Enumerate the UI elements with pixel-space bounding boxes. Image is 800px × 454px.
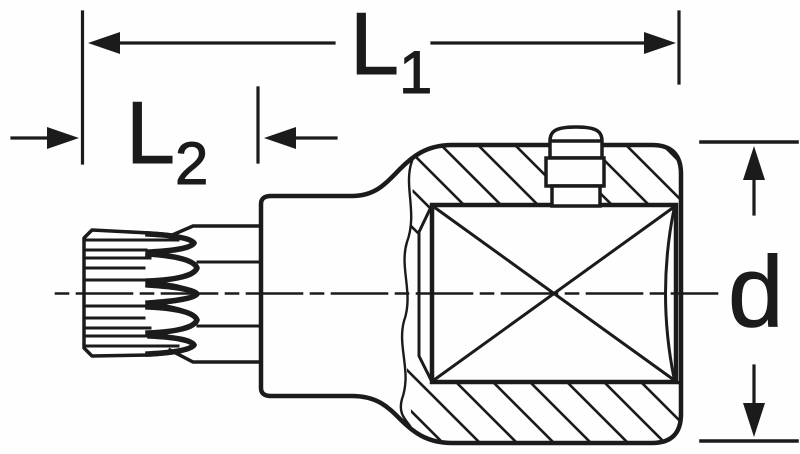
spline-lobe [145,304,200,336]
arrow-down-icon [743,403,765,437]
detent-pin [544,125,606,208]
section-hatching-bottom [406,355,680,442]
d-base-text: d [728,236,784,348]
l2-base-text: L [126,83,175,182]
recess-chamfer-right [664,207,676,380]
spline-lobe [145,333,197,357]
dimension-l2 [10,127,338,149]
arrow-right-icon [47,127,79,149]
dimensions: L1 L2 d [10,0,799,443]
dimension-d [699,140,799,443]
shank-outline [167,224,263,364]
spline-lobe [145,251,200,284]
dimension-l1 [88,32,676,54]
shank [167,224,263,364]
arrow-left-icon [264,127,296,149]
arrow-right-icon [644,32,676,54]
spline-ridge-lines [84,238,180,348]
l1-subscript-text: 1 [399,39,432,106]
arrow-up-icon [743,146,765,180]
dimension-label-l1: L1 [350,0,432,106]
detent-pin-collar [544,156,606,188]
detent-pin-base [550,184,602,208]
section-hatching-top [409,146,680,237]
l2-subscript-text: 2 [175,130,208,197]
dimension-label-l2: L2 [126,83,208,197]
break-line [399,159,414,428]
shank-mid-lines [196,260,261,328]
arrow-left-icon [88,32,120,54]
dimension-label-d: d [728,236,784,348]
l1-base-text: L [350,0,399,93]
